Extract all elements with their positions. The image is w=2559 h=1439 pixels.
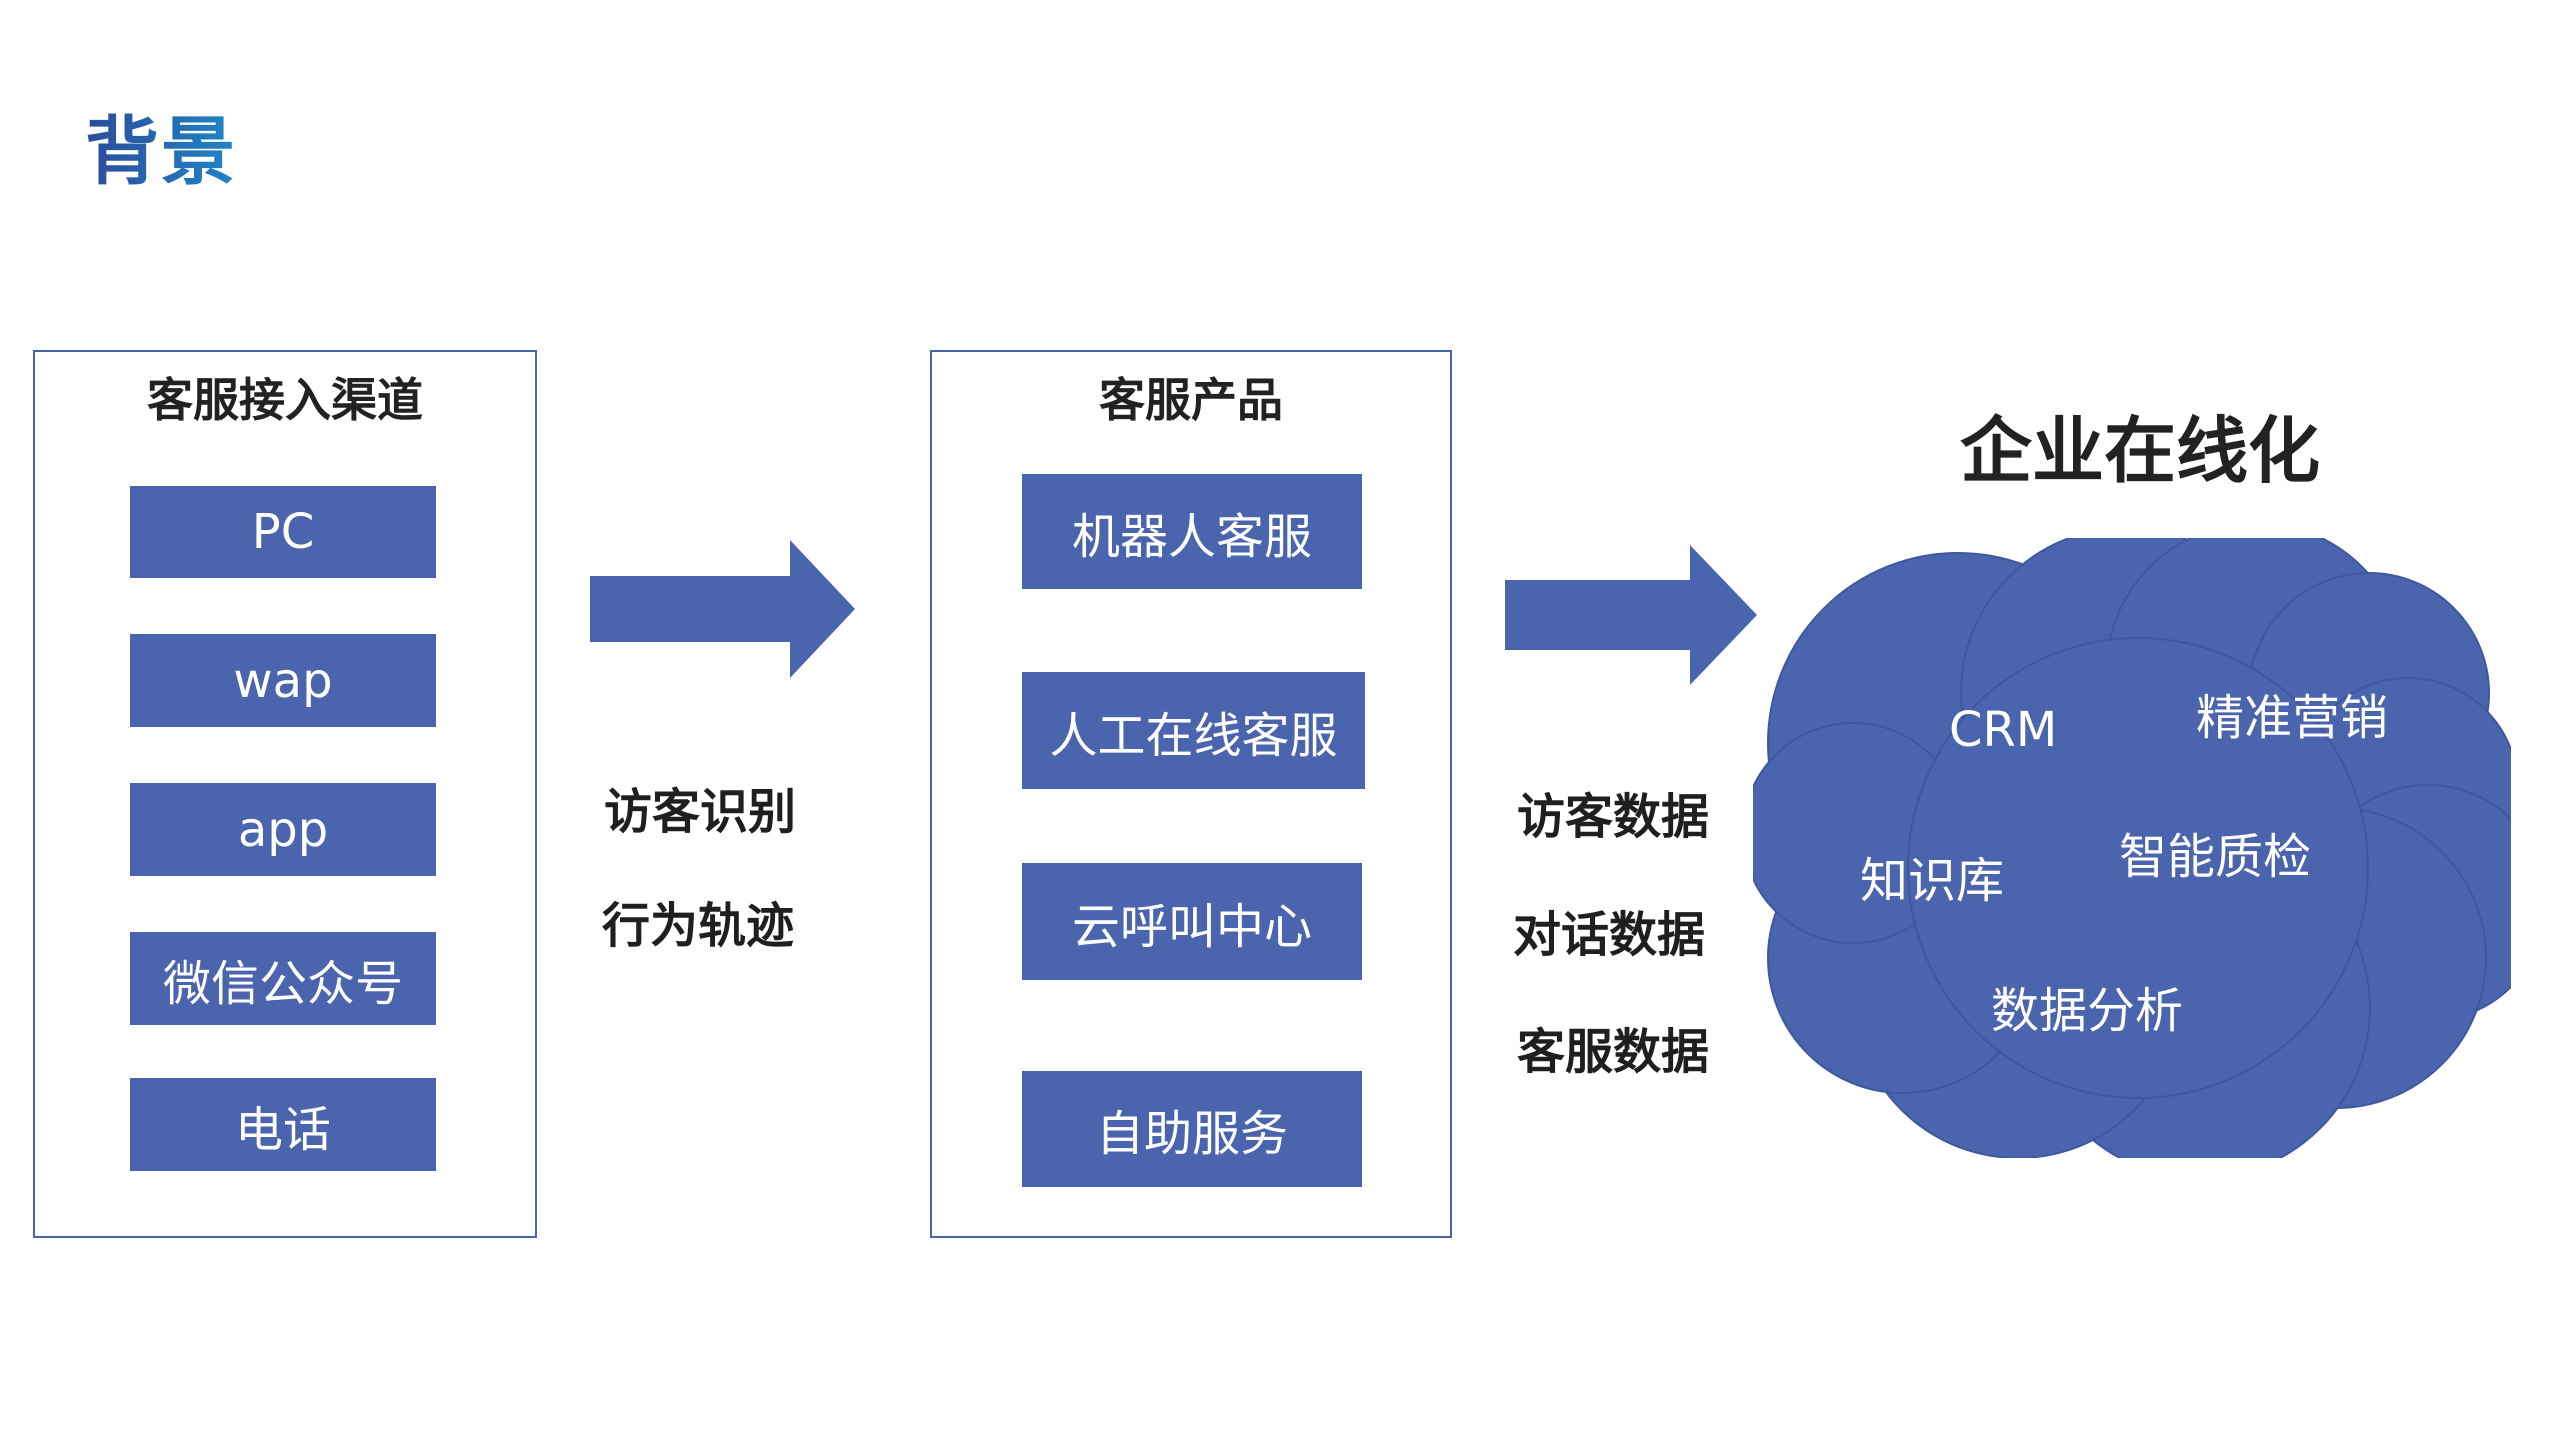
product-cloud-call-center: 云呼叫中心 [1022,863,1362,980]
channel-app: app [130,783,436,876]
visitor-identification-label: 访客识别 [604,784,797,840]
behavior-trail-label: 行为轨迹 [602,898,795,954]
product-human-online-service: 人工在线客服 [1022,672,1365,789]
channel-phone: 电话 [130,1078,436,1171]
channel-wechat: 微信公众号 [130,932,436,1025]
right-arrow-icon [590,540,855,678]
conversation-data-label: 对话数据 [1513,907,1706,963]
cloud-item-smart-quality-check: 智能质检 [2119,829,2312,885]
service-data-label: 客服数据 [1517,1024,1710,1080]
cloud-item-knowledge-base: 知识库 [1860,853,2005,909]
products-title: 客服产品 [1099,373,1283,427]
enterprise-online-title: 企业在线化 [1960,409,2321,493]
channel-wap: wap [130,634,436,727]
cloud-item-precision-marketing: 精准营销 [2196,690,2389,746]
cloud-item-crm: CRM [1949,702,2058,758]
cloud-icon [1753,538,2511,1158]
channel-pc: PC [130,486,436,578]
cloud-item-data-analysis: 数据分析 [1991,983,2184,1039]
enterprise-cloud: CRM 精准营销 知识库 智能质检 数据分析 [1753,538,2511,1158]
visitor-data-label: 访客数据 [1517,789,1710,845]
page-title: 背景 [85,92,237,199]
product-self-service: 自助服务 [1022,1071,1362,1187]
product-robot-service: 机器人客服 [1022,474,1362,589]
channels-title: 客服接入渠道 [147,373,423,427]
right-arrow-icon [1505,545,1757,685]
